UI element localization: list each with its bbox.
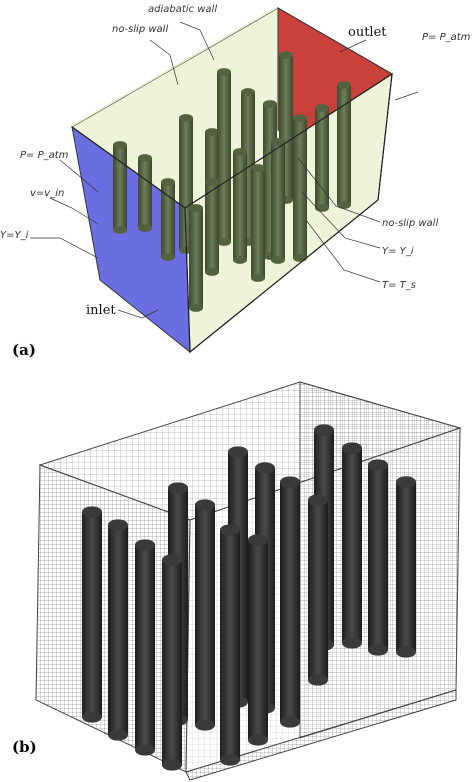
cylinder-concentration-label: Y= Y_i	[382, 246, 414, 257]
cylinder-a-6	[217, 68, 231, 246]
cylinder-a-12	[337, 81, 351, 209]
cylinder-a-15	[205, 178, 219, 276]
cylinder-a-13	[233, 148, 247, 264]
cylinder-b-1	[82, 506, 102, 723]
cylinder-b-3	[135, 539, 155, 756]
cylinder-a-1	[113, 141, 127, 234]
cylinder-b-2	[108, 519, 128, 741]
cylinder-a-17	[251, 164, 265, 282]
cylinder-a-11	[315, 104, 329, 212]
cylinder-b-8	[280, 476, 300, 728]
cylinder-a-14	[271, 138, 285, 264]
cylinder-temperature-label: T= T_s	[382, 280, 416, 291]
leader-lines-a	[30, 21, 419, 319]
cylinder-b-12	[396, 476, 416, 658]
cylinder-b-13	[162, 554, 182, 771]
cylinder-b-5	[195, 499, 215, 731]
outlet-pressure-label: P= P_atm	[422, 32, 471, 43]
cylinder-array-b	[82, 424, 416, 771]
panel-b-tag: (b)	[12, 738, 37, 756]
cylinder-array-a	[113, 51, 351, 312]
adiabatic-wall-label: adiabatic wall	[148, 4, 217, 15]
cylinder-a-10	[293, 114, 307, 262]
cylinder-b-10	[342, 442, 362, 649]
panel-b: (b)	[12, 381, 462, 781]
cylinder-a-3	[161, 178, 175, 261]
cylinder-b-11	[368, 459, 388, 656]
panel-a-tag: (a)	[12, 341, 36, 359]
cylinder-a-2	[138, 154, 152, 232]
cylinder-a-16	[189, 204, 203, 312]
no-slip-wall-top-label: no-slip wall	[112, 24, 168, 35]
inlet-label: inlet	[86, 303, 116, 318]
back-wall-face	[72, 6, 278, 127]
inlet-velocity-label: v=v_in	[30, 188, 64, 199]
outlet-label: outlet	[348, 25, 387, 40]
cylinder-b-14	[220, 524, 240, 766]
cylinder-b-16	[308, 494, 328, 686]
panel-a: adiabatic wall no-slip wall outlet P= P_…	[0, 4, 471, 359]
inlet-concentration-label: Y=Y_i	[0, 230, 29, 241]
cylinder-b-15	[248, 534, 268, 746]
inlet-pressure-label: P= P_atm	[20, 150, 69, 161]
no-slip-wall-side-label: no-slip wall	[382, 218, 438, 229]
